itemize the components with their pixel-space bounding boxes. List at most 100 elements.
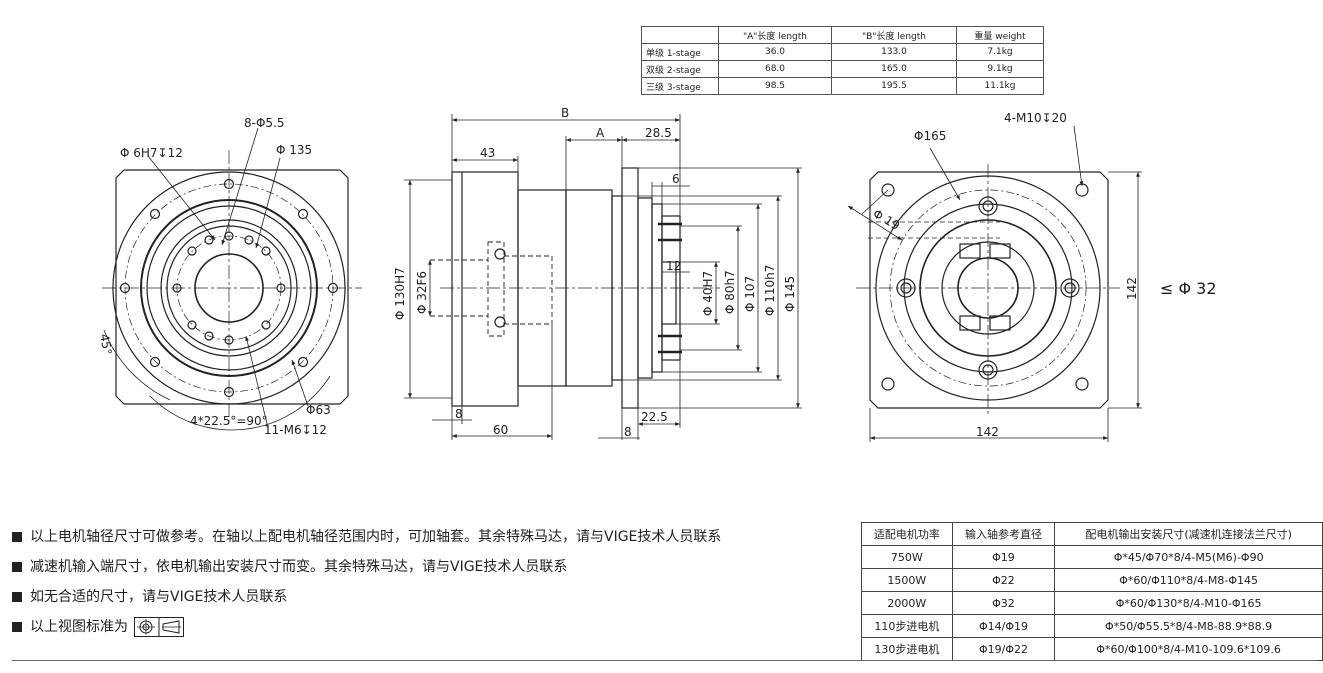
table-cell: 130步进电机	[861, 637, 953, 661]
dim-8-left: 8	[455, 407, 463, 421]
table-cell: 三级 3-stage	[641, 77, 719, 95]
dim-19: Φ 19	[871, 206, 903, 232]
stage-spec-table: "A"长度 length "B"长度 length 重量 weight 单级 1…	[641, 26, 1044, 95]
table-cell: 1500W	[861, 568, 953, 592]
dim-28-5: 28.5	[645, 126, 672, 140]
dim-60: 60	[493, 423, 508, 437]
table-cell: Φ*60/Φ130*8/4-M10-Φ165	[1054, 591, 1323, 615]
table-row: 130步进电机 Φ19/Φ22 Φ*60/Φ100*8/4-M10-109.6*…	[861, 637, 1323, 661]
note-text: 以上电机轴径尺寸可做参考。在轴以上配电机轴径范围内时，可加轴套。其余特殊马达，请…	[30, 529, 722, 545]
motor-adapter-table: 适配电机功率 输入轴参考直径 配电机输出安装尺寸(减速机连接法兰尺寸) 750W…	[861, 522, 1323, 661]
table-cell: Φ*45/Φ70*8/4-M5(M6)-Φ90	[1054, 545, 1323, 569]
table-row: 三级 3-stage 98.5 195.5 11.1kg	[641, 77, 1044, 95]
front-bolt-holes-inner	[172, 231, 286, 345]
table-cell: 98.5	[718, 77, 832, 95]
side-view	[404, 114, 802, 440]
table-row: 750W Φ19 Φ*45/Φ70*8/4-M5(M6)-Φ90	[861, 545, 1323, 569]
table-cell: 7.1kg	[956, 43, 1044, 61]
table-cell: Φ19/Φ22	[951, 637, 1056, 661]
rear-view	[847, 125, 1142, 442]
table-row: 110步进电机 Φ14/Φ19 Φ*50/Φ55.5*8/4-M8-88.9*8…	[861, 614, 1323, 638]
table-row: 1500W Φ22 Φ*60/Φ110*8/4-M8-Φ145	[861, 568, 1323, 592]
bullet-square-icon	[12, 532, 22, 542]
table-row: 2000W Φ32 Φ*60/Φ130*8/4-M10-Φ165	[861, 591, 1323, 615]
bullet-square-icon	[12, 622, 22, 632]
bullet-square-icon	[12, 592, 22, 602]
spec-header-row: "A"长度 length "B"长度 length 重量 weight	[641, 26, 1044, 44]
note-text: 如无合适的尺寸，请与VIGE技术人员联系	[30, 589, 288, 605]
table-cell: 195.5	[831, 77, 957, 95]
spec-header-cell: "A"长度 length	[718, 26, 832, 44]
dim-bolt-circle-135: Φ 135	[276, 143, 312, 157]
motor-header-cell: 适配电机功率	[861, 522, 953, 546]
dim-110h7: Φ 110h7	[763, 265, 777, 316]
front-flange-outline	[115, 169, 349, 405]
note-text: 减速机输入端尺寸，依电机输出安装尺寸而变。其余特殊马达，请与VIGE技术人员联系	[30, 559, 568, 575]
table-cell: Φ*50/Φ55.5*8/4-M8-88.9*88.9	[1054, 614, 1323, 638]
table-cell: 68.0	[718, 60, 832, 78]
motor-header-cell: 配电机输出安装尺寸(减速机连接法兰尺寸)	[1054, 522, 1323, 546]
dim-b: B	[561, 106, 569, 120]
dim-130h7: Φ 130H7	[393, 267, 407, 320]
table-row: 单级 1-stage 36.0 133.0 7.1kg	[641, 43, 1044, 61]
dim-145: Φ 145	[783, 276, 797, 312]
note-item: 以上电机轴径尺寸可做参考。在轴以上配电机轴径范围内时，可加轴套。其余特殊马达，请…	[12, 522, 721, 552]
table-cell: Φ*60/Φ110*8/4-M8-Φ145	[1054, 568, 1323, 592]
dim-6: 6	[672, 172, 680, 186]
front-bolt-holes-outer	[119, 178, 339, 398]
dim-63: Φ63	[306, 403, 331, 417]
note-item: 以上视图标准为	[12, 612, 721, 642]
notes-list: 以上电机轴径尺寸可做参考。在轴以上配电机轴径范围内时，可加轴套。其余特殊马达，请…	[12, 522, 721, 642]
table-cell: 2000W	[861, 591, 953, 615]
bullet-square-icon	[12, 562, 22, 572]
table-cell: 750W	[861, 545, 953, 569]
dim-m10-holes: 4-M10↧20	[1004, 111, 1067, 125]
projection-symbol-icon	[134, 617, 184, 637]
dim-40h7: Φ 40H7	[701, 271, 715, 316]
table-cell: Φ19	[951, 545, 1056, 569]
table-cell: 110步进电机	[861, 614, 953, 638]
dim-22-5: 22.5	[641, 410, 668, 424]
table-cell: Φ14/Φ19	[951, 614, 1056, 638]
table-cell: 133.0	[831, 43, 957, 61]
spec-header-cell	[641, 26, 719, 44]
dim-8-right: 8	[624, 425, 632, 439]
dim-angle-45: 45°	[97, 333, 114, 356]
dim-12: 12	[666, 259, 681, 273]
table-cell: Φ32	[951, 591, 1056, 615]
rear-flange-outline	[869, 171, 1109, 409]
table-cell: 36.0	[718, 43, 832, 61]
dim-43: 43	[480, 146, 495, 160]
spec-header-cell: "B"长度 length	[831, 26, 957, 44]
table-cell: 单级 1-stage	[641, 43, 719, 61]
front-view	[102, 127, 362, 431]
bottom-divider	[12, 660, 1317, 661]
dim-a: A	[596, 126, 605, 140]
dim-angle-90: 4*22.5°=90°	[190, 414, 268, 428]
dim-142-vertical: 142	[1125, 277, 1139, 300]
dim-32f6: Φ 32F6	[415, 271, 429, 314]
table-cell: Φ*60/Φ100*8/4-M10-109.6*109.6	[1054, 637, 1323, 661]
dim-165: Φ165	[914, 129, 946, 143]
dim-8-holes: 8-Φ5.5	[244, 116, 285, 130]
motor-header-row: 适配电机功率 输入轴参考直径 配电机输出安装尺寸(减速机连接法兰尺寸)	[861, 522, 1323, 546]
motor-header-cell: 输入轴参考直径	[951, 522, 1056, 546]
dim-pin-hole: Φ 6H7↧12	[120, 146, 183, 160]
note-text: 以上视图标准为	[30, 619, 128, 635]
note-item: 如无合适的尺寸，请与VIGE技术人员联系	[12, 582, 721, 612]
dim-107: Φ 107	[743, 276, 757, 312]
spec-header-cell: 重量 weight	[956, 26, 1044, 44]
table-cell: Φ22	[951, 568, 1056, 592]
note-item: 减速机输入端尺寸，依电机输出安装尺寸而变。其余特殊马达，请与VIGE技术人员联系	[12, 552, 721, 582]
rear-bolt-holes	[881, 183, 1089, 391]
table-row: 双级 2-stage 68.0 165.0 9.1kg	[641, 60, 1044, 78]
table-cell: 165.0	[831, 60, 957, 78]
table-cell: 9.1kg	[956, 60, 1044, 78]
dim-max-shaft-32: ≤ Φ 32	[1160, 279, 1217, 298]
dim-80h7: Φ 80h7	[723, 270, 737, 314]
dim-142-horizontal: 142	[976, 425, 999, 439]
table-cell: 双级 2-stage	[641, 60, 719, 78]
dim-m6-holes: 11-M6↧12	[264, 423, 327, 437]
table-cell: 11.1kg	[956, 77, 1044, 95]
